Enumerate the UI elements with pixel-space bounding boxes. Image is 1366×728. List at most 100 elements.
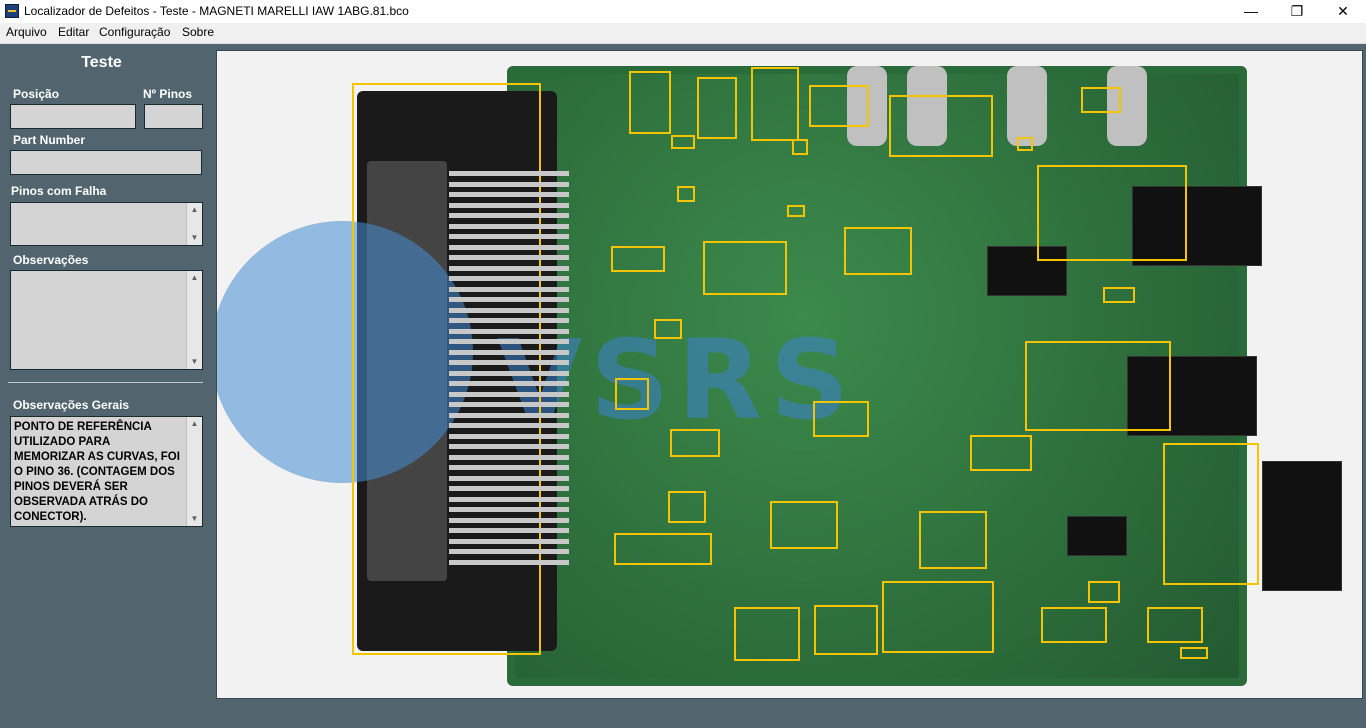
scroll-down-icon[interactable]: ▼ [190, 357, 199, 366]
highlight-component[interactable] [703, 241, 787, 295]
part-number-label: Part Number [13, 133, 86, 147]
connector-pin [449, 559, 569, 565]
connector-pin [449, 234, 569, 239]
maximize-button[interactable]: ❐ [1290, 3, 1304, 19]
circuit-board-image [507, 66, 1342, 686]
connector-pin [449, 339, 569, 344]
menu-editar[interactable]: Editar [58, 25, 90, 39]
connector-pin [449, 423, 569, 428]
pinos-field[interactable] [144, 104, 203, 129]
connector-pin [449, 255, 569, 260]
connector-pin [449, 465, 569, 470]
highlight-component[interactable] [1088, 581, 1120, 603]
pinos-falha-scrollbar[interactable]: ▲ ▼ [186, 203, 202, 245]
connector-pin [449, 391, 569, 397]
connector-pin [449, 307, 569, 313]
obs-gerais-scrollbar[interactable]: ▲ ▼ [186, 417, 202, 526]
obs-gerais-label: Observações Gerais [13, 398, 130, 412]
scroll-up-icon[interactable]: ▲ [190, 205, 199, 214]
obs-gerais-text: PONTO DE REFERÊNCIA UTILIZADO PARA MEMOR… [14, 421, 180, 523]
highlight-component[interactable] [1041, 607, 1107, 643]
menu-arquivo[interactable]: Arquivo [6, 25, 47, 39]
highlight-component[interactable] [611, 246, 665, 272]
connector-pin [449, 276, 569, 281]
connector-pin [449, 454, 569, 460]
connector-pin [449, 171, 569, 176]
connector-pin [449, 297, 569, 302]
watermark-logo-icon [217, 221, 473, 483]
highlight-component[interactable] [787, 205, 805, 217]
app-icon [5, 4, 19, 18]
highlight-component[interactable] [770, 501, 838, 549]
posicao-field[interactable] [10, 104, 136, 129]
highlight-component[interactable] [629, 71, 671, 134]
observacoes-scrollbar[interactable]: ▲ ▼ [186, 271, 202, 369]
pinos-falha-textarea[interactable]: ▲ ▼ [10, 202, 203, 246]
connector-pin [449, 328, 569, 334]
menu-sobre[interactable]: Sobre [182, 25, 215, 39]
connector-pin [449, 486, 569, 491]
highlight-component[interactable] [970, 435, 1032, 471]
window-title: Localizador de Defeitos - Teste - MAGNET… [24, 4, 409, 18]
highlight-processor[interactable] [1037, 165, 1187, 261]
highlight-component[interactable] [677, 186, 695, 202]
pinos-label: Nº Pinos [143, 87, 193, 101]
highlight-component[interactable] [654, 319, 682, 339]
connector-pin [449, 223, 569, 229]
connector-pin [449, 244, 569, 250]
scroll-down-icon[interactable]: ▼ [190, 233, 199, 242]
highlight-component[interactable] [813, 401, 869, 437]
connector-pin [449, 538, 569, 544]
highlight-component[interactable] [671, 135, 695, 149]
connector-pin [449, 402, 569, 407]
connector-pin [449, 433, 569, 439]
connector-pin [449, 496, 569, 502]
highlight-component[interactable] [668, 491, 706, 523]
highlight-component[interactable] [882, 581, 994, 653]
highlight-component[interactable] [670, 429, 720, 457]
close-button[interactable]: ✕ [1337, 3, 1349, 19]
highlight-memory[interactable] [1163, 443, 1259, 585]
obs-gerais-textarea[interactable]: PONTO DE REFERÊNCIA UTILIZADO PARA MEMOR… [10, 416, 203, 527]
observacoes-label: Observações [13, 253, 89, 267]
sidebar-panel: Teste Posição Nº Pinos Part Number Pinos… [0, 44, 210, 728]
board-image-viewer[interactable]: VSRS [216, 50, 1363, 699]
highlight-component[interactable] [615, 378, 649, 410]
highlight-component[interactable] [1017, 137, 1033, 151]
highlight-connector[interactable] [352, 83, 541, 655]
highlight-component[interactable] [1180, 647, 1208, 659]
highlight-component[interactable] [1103, 287, 1135, 303]
scroll-up-icon[interactable]: ▲ [190, 419, 199, 428]
highlight-component[interactable] [814, 605, 878, 655]
highlight-component[interactable] [1081, 87, 1121, 113]
connector-pin [449, 360, 569, 365]
connector-pin [449, 412, 569, 418]
connector-pin [449, 370, 569, 376]
highlight-component[interactable] [1147, 607, 1203, 643]
highlight-component[interactable] [844, 227, 912, 275]
minimize-button[interactable]: — [1244, 3, 1258, 19]
part-number-field[interactable] [10, 150, 202, 175]
highlight-processor[interactable] [1025, 341, 1171, 431]
observacoes-textarea[interactable]: ▲ ▼ [10, 270, 203, 370]
connector-pin [449, 444, 569, 449]
connector-pin [449, 381, 569, 386]
connector-pin [449, 181, 569, 187]
highlight-component[interactable] [751, 67, 799, 141]
connector-pin [449, 475, 569, 481]
highlight-component[interactable] [734, 607, 800, 661]
highlight-component[interactable] [792, 139, 808, 155]
highlight-component[interactable] [809, 85, 869, 127]
highlight-component[interactable] [614, 533, 712, 565]
connector-pin [449, 202, 569, 208]
highlight-capacitor[interactable] [919, 511, 987, 569]
highlight-component[interactable] [889, 95, 993, 157]
highlight-component[interactable] [697, 77, 737, 139]
divider [8, 382, 203, 383]
scroll-down-icon[interactable]: ▼ [190, 514, 199, 523]
scroll-up-icon[interactable]: ▲ [190, 273, 199, 282]
pinos-falha-label: Pinos com Falha [11, 184, 107, 198]
menu-configuracao[interactable]: Configuração [99, 25, 171, 39]
connector-pin [449, 286, 569, 292]
connector-pin [449, 192, 569, 197]
